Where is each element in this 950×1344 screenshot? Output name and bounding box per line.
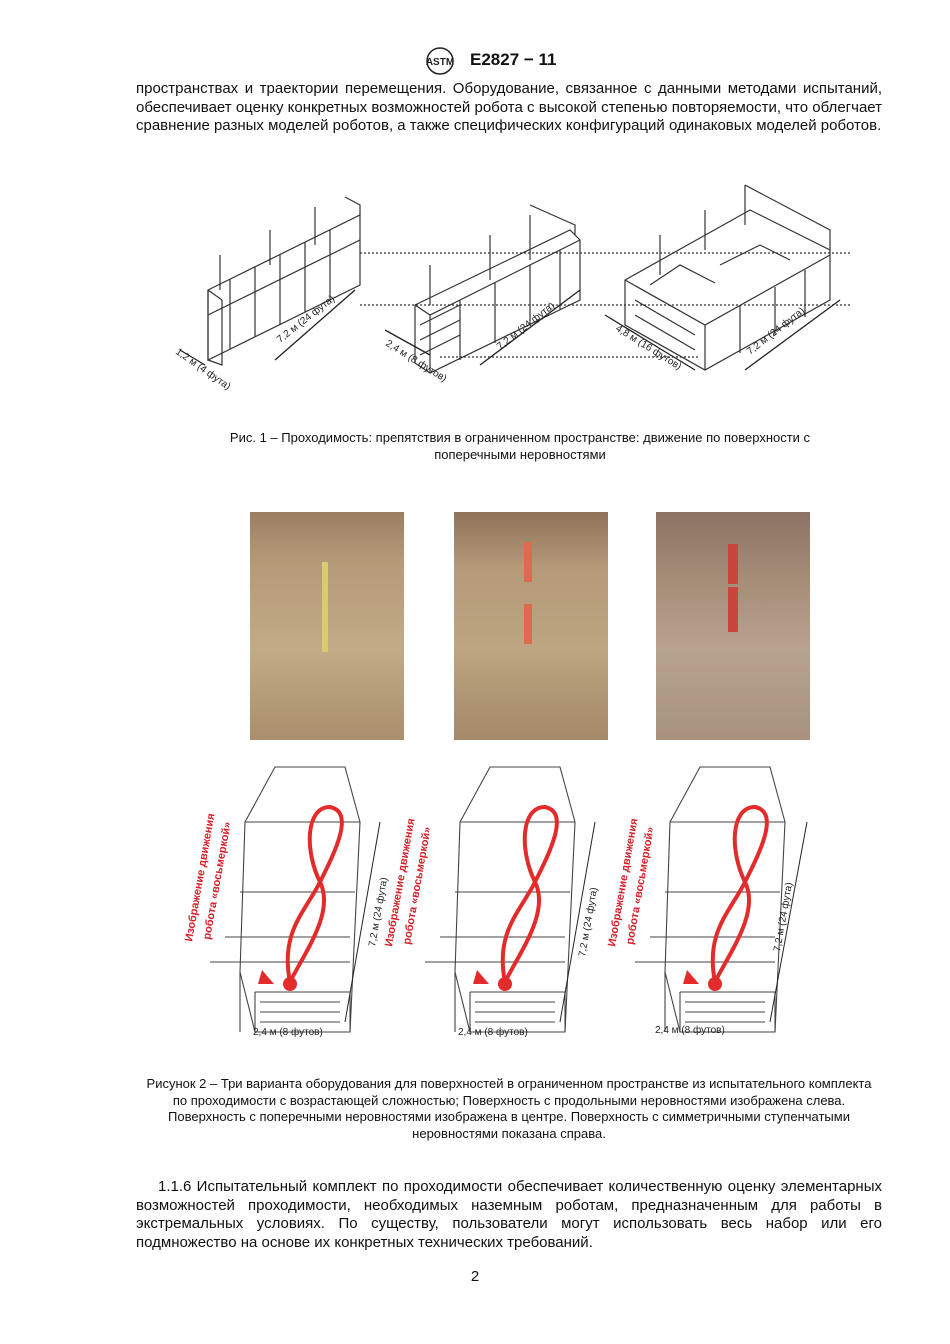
fig2-width-label-1: 2,4 м (8 футов)	[253, 1026, 323, 1038]
fig1-length-label-1: 7,2 м (24 фута)	[274, 293, 337, 346]
figure-1-drawing: 7,2 м (24 фута) 1,2 м (4 фута) 7,2 м (24…	[173, 184, 850, 392]
page-header: ASTM E2827 − 11	[0, 46, 950, 76]
photo-transverse-surface	[454, 512, 608, 740]
fig1-length-label-2: 7,2 м (24 фута)	[494, 300, 557, 353]
astm-logo: ASTM	[426, 47, 454, 75]
figure-2-caption: Рисунок 2 – Три варианта оборудования дл…	[146, 1076, 872, 1141]
page-number: 2	[470, 1268, 480, 1285]
intro-paragraph: пространствах и траектории перемещения. …	[136, 80, 882, 134]
fig2-width-label-3: 2,4 м (8 футов)	[655, 1024, 725, 1036]
photo-longitudinal-surface	[250, 512, 404, 740]
section-1-1-6-paragraph: 1.1.6 Испытательный комплект по проходим…	[136, 1178, 882, 1251]
fig2-length-label-2: 7,2 м (24 фута)	[576, 886, 600, 957]
svg-text:ASTM: ASTM	[426, 57, 454, 68]
fig1-width-label-3: 4,8 м (16 футов)	[613, 322, 683, 372]
document-id: E2827 − 11	[470, 50, 557, 69]
figure-1-caption: Рис. 1 – Проходимость: препятствия в огр…	[229, 430, 811, 462]
fig2-width-label-2: 2,4 м (8 футов)	[458, 1026, 528, 1038]
figure-2-drawings: Изображение движения робота «восьмеркой»…	[183, 766, 808, 1038]
fig1-width-label-2: 2,4 м (8 футов)	[383, 337, 449, 384]
photo-stepped-surface	[656, 512, 810, 740]
